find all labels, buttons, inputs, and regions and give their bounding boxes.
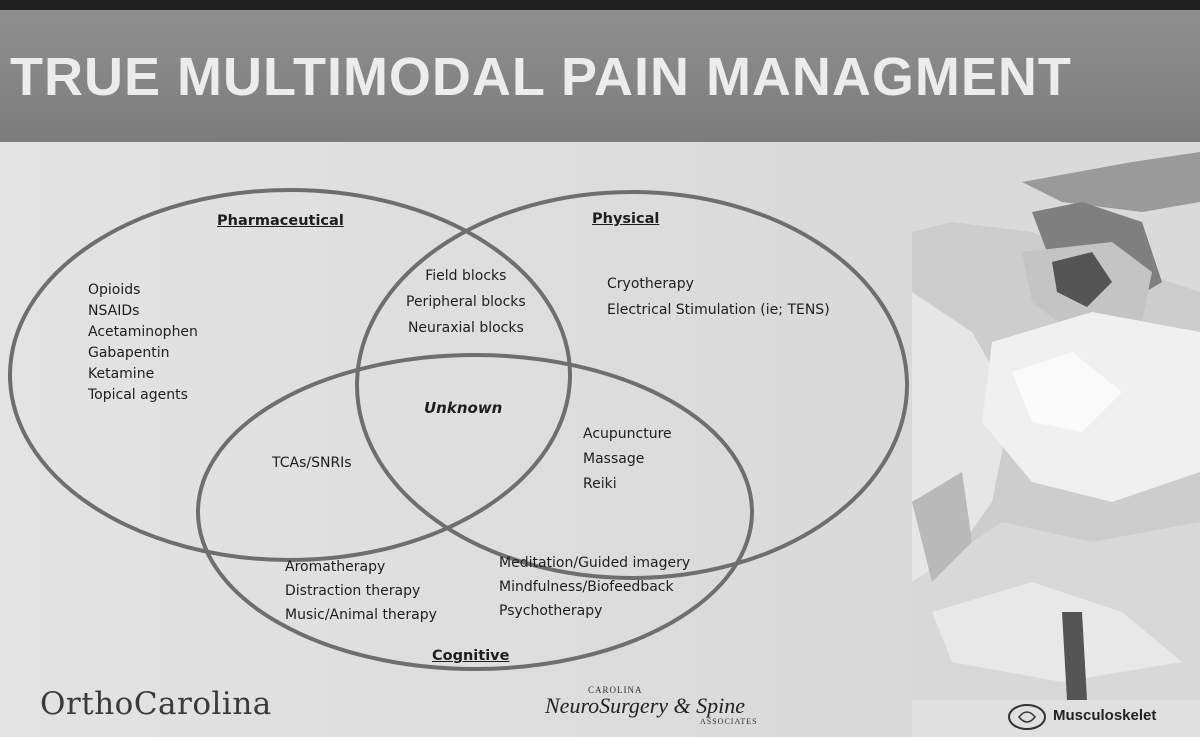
cognitive-list-left: Aromatherapy Distraction therapy Music/A…	[285, 555, 437, 627]
list-item: Reiki	[583, 476, 617, 492]
physical-cognitive-list: Acupuncture Massage Reiki	[583, 422, 672, 497]
neurosurgery-logo: NeuroSurgery & Spine	[545, 693, 746, 718]
venn-diagram	[8, 188, 909, 671]
musculoskeletal-emblem-icon	[1008, 704, 1046, 730]
pharm-cognitive-list: TCAs/SNRIs	[272, 453, 352, 474]
list-item: Cryotherapy	[607, 276, 694, 292]
list-item: Field blocks	[425, 268, 507, 284]
pharmaceutical-heading: Pharmaceutical	[217, 213, 344, 229]
list-item: Aromatherapy	[285, 559, 386, 575]
list-item: Psychotherapy	[499, 603, 603, 619]
list-item: Mindfulness/Biofeedback	[499, 579, 674, 595]
patient-photo	[912, 142, 1200, 700]
list-item: Music/Animal therapy	[285, 607, 437, 623]
list-item: NSAIDs	[88, 303, 140, 319]
list-item: Massage	[583, 451, 645, 467]
list-item: Peripheral blocks	[406, 294, 526, 310]
list-item: Neuraxial blocks	[407, 320, 524, 336]
slide-title: TRUE MULTIMODAL PAIN MANAGMENT	[10, 47, 1072, 107]
list-item: Electrical Stimulation (ie; TENS)	[607, 302, 830, 318]
list-item: Meditation/Guided imagery	[499, 555, 691, 571]
neurosurgery-logo-bottom: ASSOCIATES	[700, 717, 758, 726]
physical-heading: Physical	[592, 211, 660, 227]
physical-list: Cryotherapy Electrical Stimulation (ie; …	[607, 271, 830, 323]
physical-circle	[355, 190, 909, 580]
pharmaceutical-list: Opioids NSAIDs Acetaminophen Gabapentin …	[88, 280, 198, 406]
list-item: Opioids	[88, 282, 141, 298]
diagram-panel	[0, 142, 912, 737]
photo-footer	[912, 700, 1200, 737]
musculoskeletal-logo-text: Musculoskelet	[1053, 707, 1157, 724]
list-item: TCAs/SNRIs	[272, 455, 352, 471]
list-item: Acetaminophen	[88, 324, 198, 340]
photo-illustration	[912, 142, 1200, 700]
orthocarolina-logo: OrthoCarolina	[40, 686, 272, 722]
cognitive-heading: Cognitive	[432, 648, 510, 664]
musculoskeletal-logo: Musculoskelet	[1005, 702, 1200, 732]
list-item: Topical agents	[88, 387, 188, 403]
pharmaceutical-circle	[8, 188, 572, 562]
list-item: Distraction therapy	[285, 583, 421, 599]
pharm-physical-list: Field blocks Peripheral blocks Neuraxial…	[406, 263, 526, 341]
list-item: Acupuncture	[583, 426, 672, 442]
neurosurgery-logo-top: CAROLINA	[588, 685, 643, 695]
cognitive-list-right: Meditation/Guided imagery Mindfulness/Bi…	[499, 551, 690, 623]
center-label: Unknown	[424, 399, 503, 417]
title-bar	[0, 10, 1200, 142]
list-item: Ketamine	[88, 366, 155, 382]
list-item: Gabapentin	[88, 345, 170, 361]
cognitive-circle	[196, 353, 754, 671]
